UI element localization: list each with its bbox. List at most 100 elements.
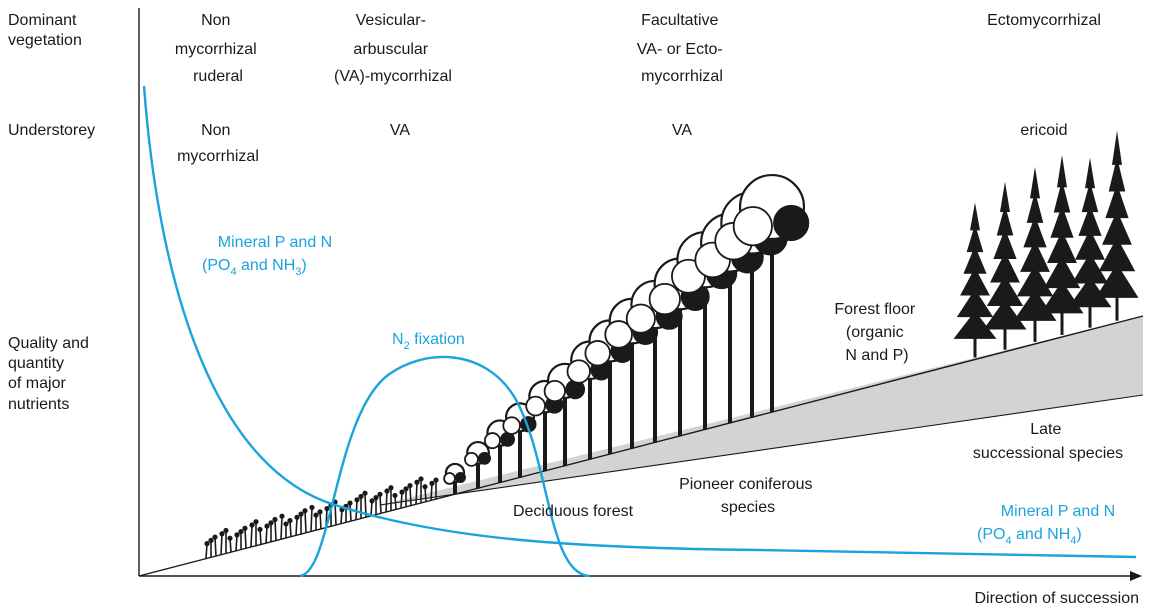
dominant-col-3: Facultative VA- or Ecto- mycorrhizal [637,12,727,85]
n2-fixation-curve [299,355,591,578]
herb-head [257,526,263,533]
herb-stem [409,485,412,506]
herb-head [418,476,424,482]
herb-head [264,523,270,529]
herb-head [347,500,353,506]
herb-stem [400,492,403,509]
deciduous-forest-label: Deciduous forest [513,503,634,520]
herb-head [422,484,428,490]
conifer-tier [1068,276,1112,308]
pioneer-coniferous-label: Pioneer coniferous species [679,476,817,516]
herb-head [414,479,420,485]
deciduous-trees-group [443,173,810,495]
herb-head [407,482,413,489]
herb-head [212,534,218,540]
herb-head [369,498,375,504]
conifer-tier [1085,157,1095,189]
conifer-tier [1043,255,1081,289]
deciduous-crown [478,451,491,465]
deciduous-crown [454,472,466,484]
conifer-tier [1050,205,1074,238]
herb-head [253,519,259,525]
herb-head [358,493,364,500]
dominant-col-2: Vesicular- arbuscular (VA)-mycorrhizal [334,12,452,85]
understorey-col-3: VA [672,122,692,139]
deciduous-crown [732,206,773,247]
herb-head [433,477,439,483]
dominant-col-1: Non mycorrhizal ruderal [175,12,261,85]
mineral-top-formula: (PO4 and NH3) [202,257,307,278]
herb-head [268,520,274,526]
herb-stem [319,511,322,529]
herb-head [373,495,379,501]
herb-head [309,504,315,511]
herb-head [298,511,304,517]
herb-head [294,514,300,520]
mineral-top-label: Mineral P and N [218,234,332,251]
conifer-tier [1105,183,1129,219]
herb-stem [289,520,292,537]
coniferous-trees-group [953,130,1139,358]
conifer-tier [970,202,980,231]
conifer-tier [960,267,990,296]
row-label-dominant: Dominant vegetation [8,12,82,49]
herb-stem [379,494,382,514]
herb-head [287,518,293,524]
herb-head [388,485,394,491]
herb-head [324,505,330,512]
conifer-tier [1071,252,1109,284]
herb-head [208,537,214,543]
deciduous-crown [543,379,566,403]
deciduous-crown [625,303,656,334]
herb-head [238,528,244,535]
conifer-tier [953,310,997,339]
conifer-tier [993,228,1017,259]
herb-head [283,521,289,527]
conifer-tier [1095,263,1139,298]
herb-head [272,516,278,523]
organic-nutrient-wedge [380,316,1143,505]
deciduous-crown [464,452,479,467]
deciduous-crown [483,432,501,450]
conifer-tier [1078,205,1102,236]
conifer-tier [1098,237,1136,272]
herb-stem [214,537,217,557]
herb-head [279,513,285,519]
herb-stem [310,507,313,532]
conifer-tier [956,289,994,318]
herb-head [249,522,255,528]
herb-head [384,488,390,494]
row-label-nutrients: Quality and quantity of major nutrients [8,335,93,413]
herb-head [219,531,225,537]
herb-head [242,525,248,531]
herb-stem [295,517,298,536]
conifer-tier [1057,154,1067,188]
mineral-bottom-formula: (PO4 and NH4) [977,526,1082,547]
herb-head [227,535,233,541]
conifer-tier [996,205,1014,236]
herb-stem [280,516,283,540]
herb-head [377,491,383,497]
herb-stem [250,524,253,548]
herb-head [302,508,308,514]
conifer-tier [966,224,984,253]
n2-fixation-label: N2 fixation [392,331,465,352]
conifer-tier [986,275,1024,307]
herb-stem [220,533,223,555]
conifer-tier [1047,230,1077,263]
deciduous-crown [502,416,521,435]
conifer-tier [1026,191,1044,223]
conifer-tier [1102,210,1132,245]
conifer-tier [963,245,987,274]
row-label-understorey: Understorey [8,122,95,139]
conifer-tier [1075,229,1105,260]
herb-stem [304,510,307,533]
x-axis-label: Direction of succession [974,590,1139,607]
herb-head [204,541,210,547]
herb-head [399,489,405,495]
herb-stem [415,482,418,505]
herb-head [429,480,435,486]
herb-stem [244,528,247,549]
conifer-tier [1016,264,1054,297]
